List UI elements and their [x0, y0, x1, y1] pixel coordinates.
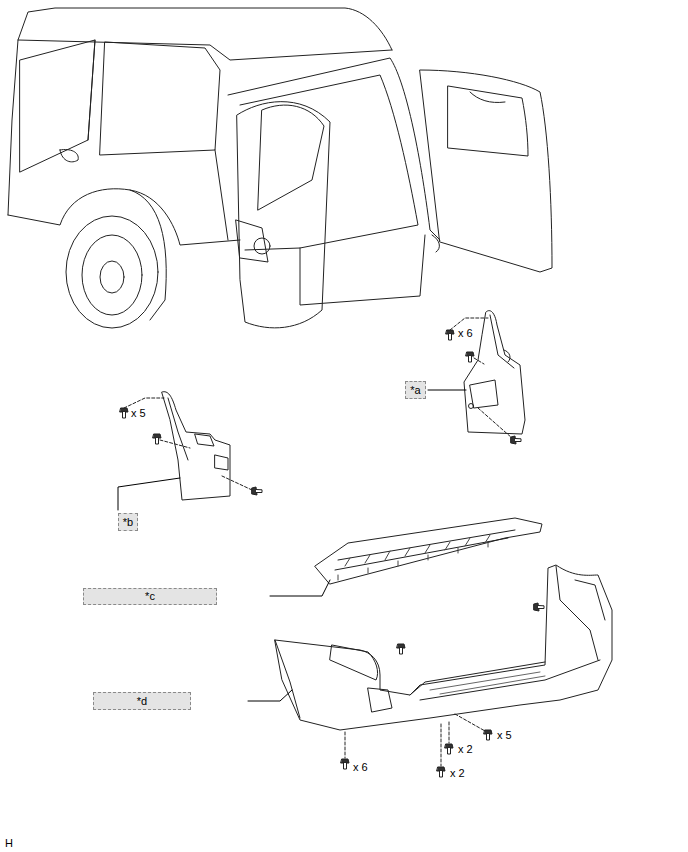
- quantity-label: x 6: [457, 327, 474, 339]
- quantity-label: x 5: [130, 407, 147, 419]
- quantity-label: x 2: [449, 767, 466, 779]
- figure-code: H: [4, 837, 14, 849]
- mud-guard: [446, 311, 525, 444]
- leader-line: [118, 390, 466, 701]
- quantity-label: x 2: [457, 743, 474, 755]
- callout-letter: *d: [137, 696, 147, 707]
- callout-box: *c: [83, 588, 217, 605]
- rear-bumper: [275, 565, 612, 777]
- callout-letter: *b: [123, 517, 133, 528]
- callout-box: *a: [405, 381, 426, 399]
- callout-letter: *a: [410, 385, 420, 396]
- step-cover: [315, 518, 542, 584]
- callout-letter: *c: [145, 591, 155, 602]
- callout-box: *b: [118, 513, 138, 531]
- callout-box: *d: [93, 692, 191, 710]
- quantity-label: x 5: [496, 729, 513, 741]
- vehicle: [8, 8, 552, 328]
- quantity-label: x 6: [352, 761, 369, 773]
